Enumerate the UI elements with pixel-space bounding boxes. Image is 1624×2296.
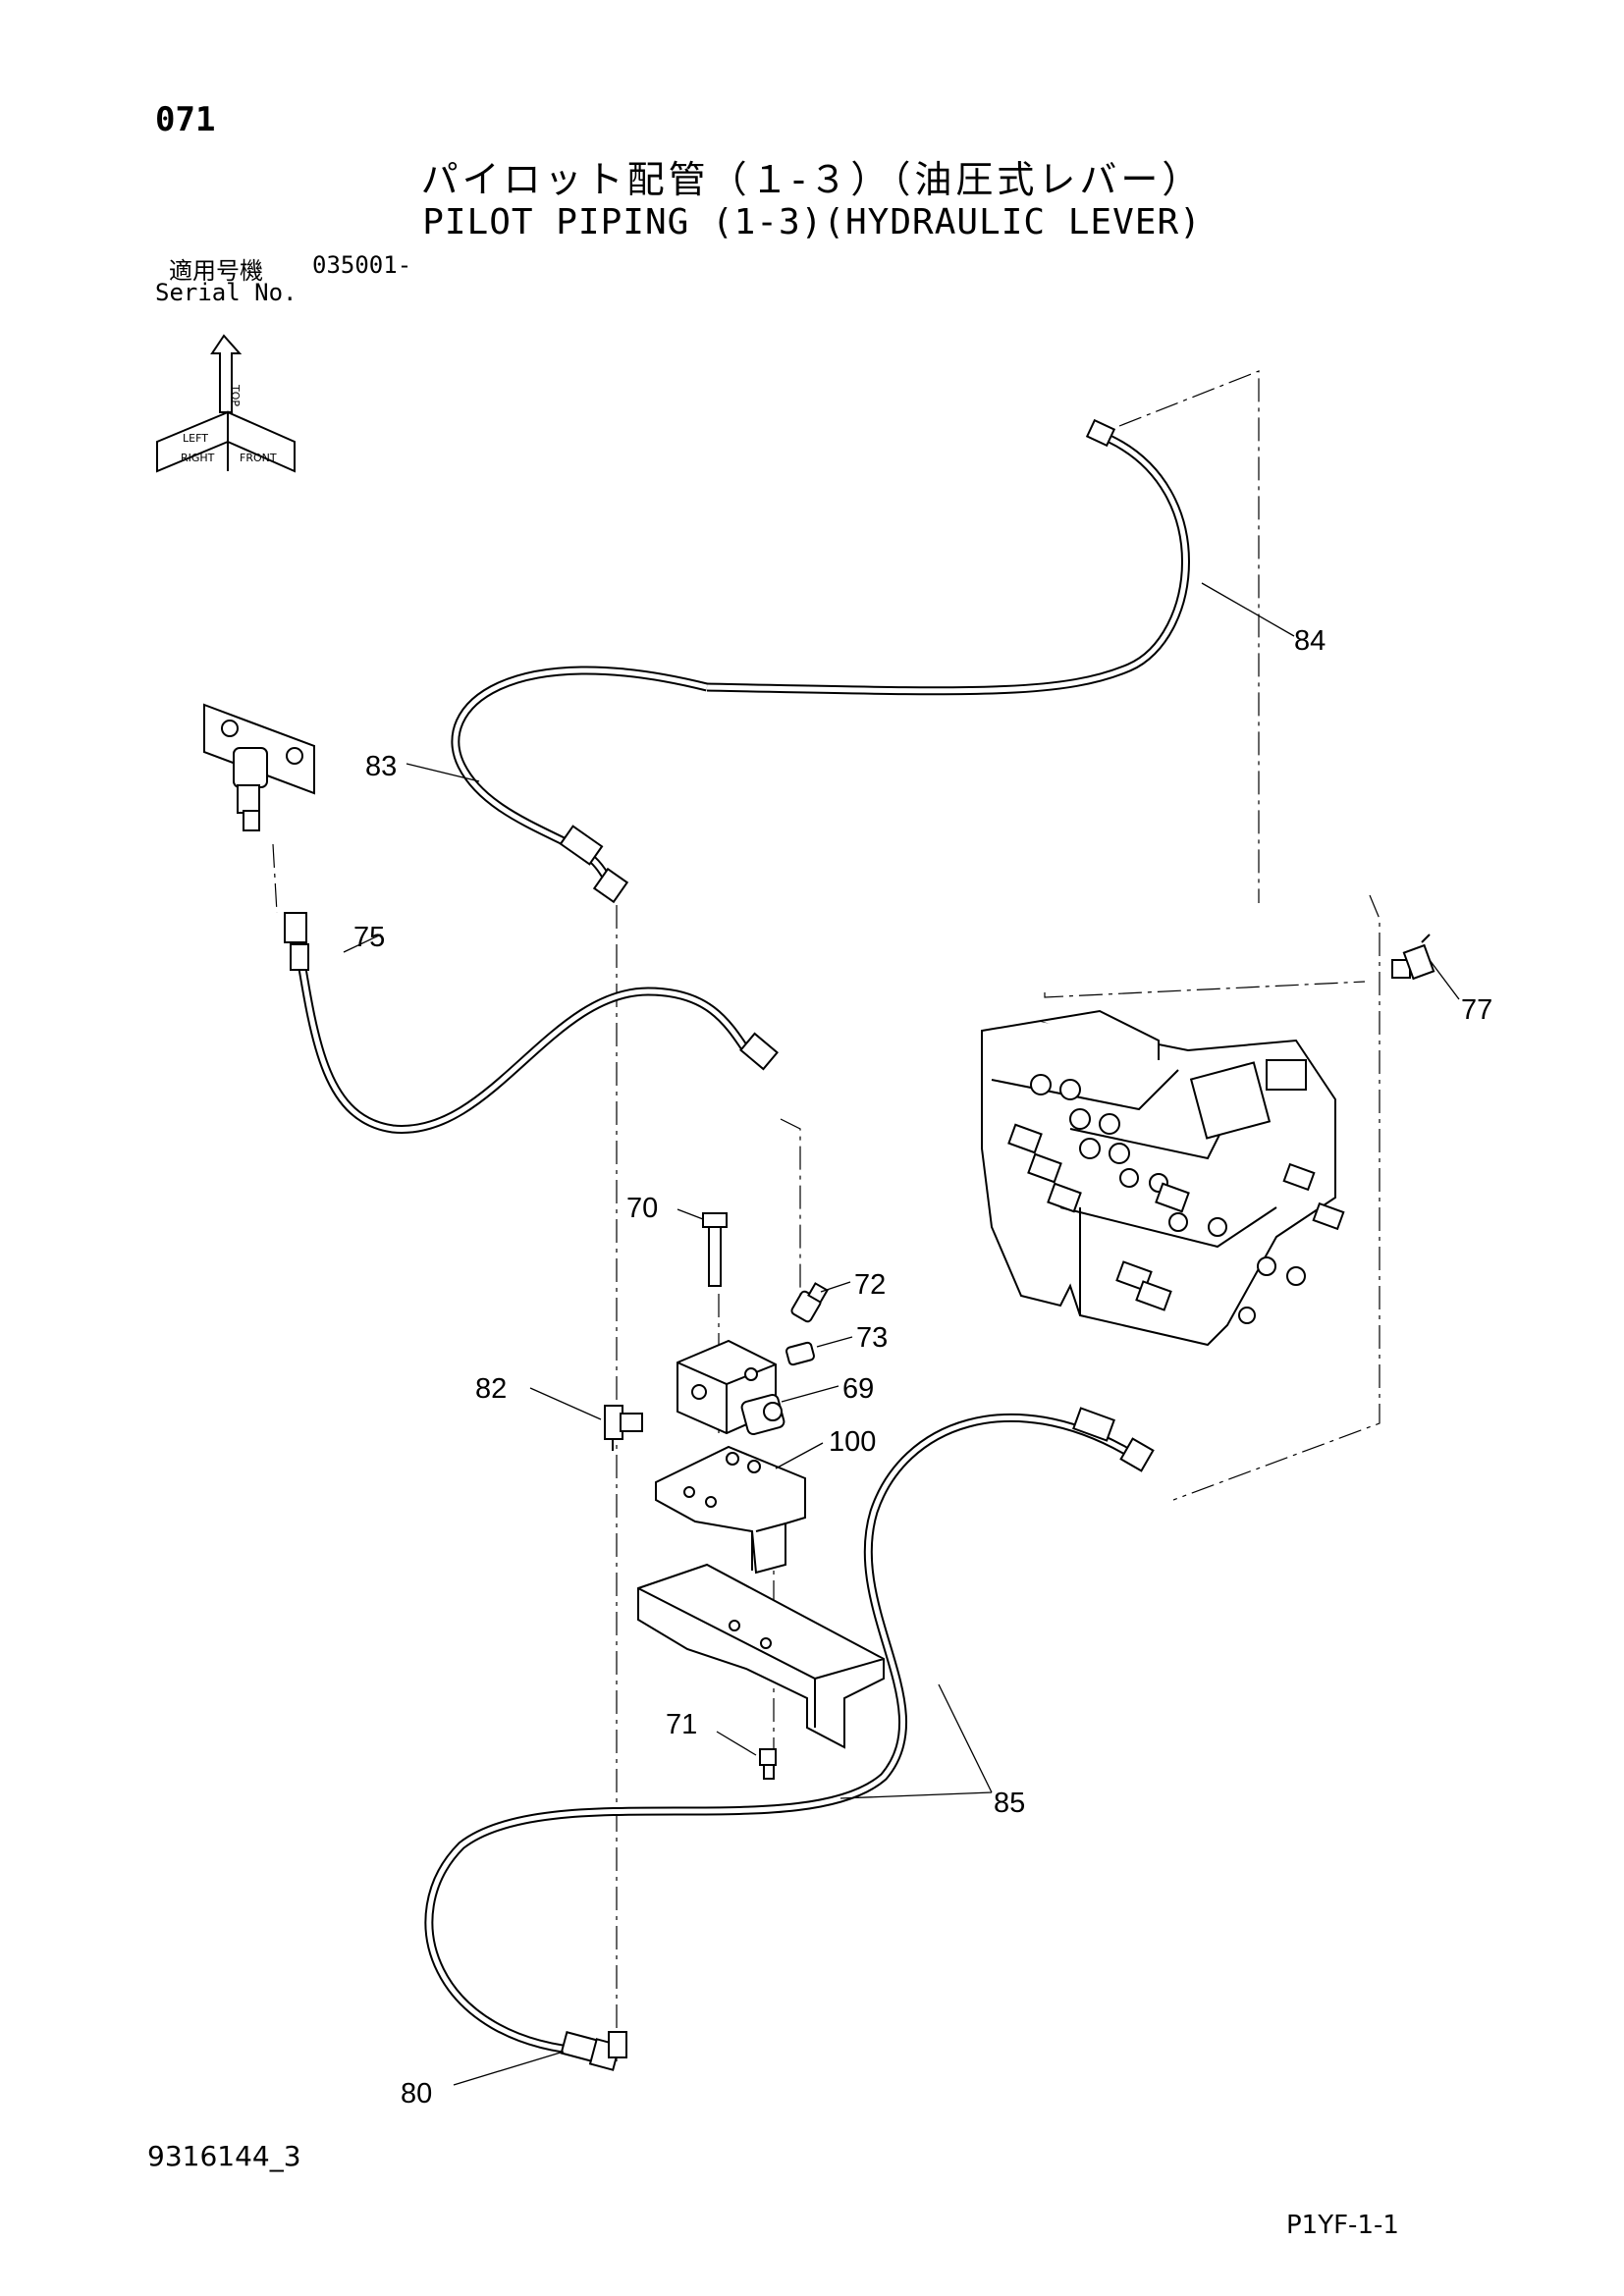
hose-85	[424, 1407, 1155, 2056]
hose-84	[706, 418, 1190, 696]
callout-80: 80	[401, 2078, 432, 2109]
fitting-77	[1391, 934, 1435, 981]
hose-83	[451, 666, 709, 904]
callout-labels: 84 83 75 77 70 72 73 82 69 100 71 85 80	[353, 625, 1492, 2109]
bolt-70	[702, 1212, 728, 1287]
adapter-73	[785, 1341, 815, 1366]
serial-label-japanese: 適用号機	[169, 257, 263, 285]
callout-71: 71	[666, 1709, 697, 1740]
hose-75	[284, 912, 779, 1134]
callout-83: 83	[365, 751, 397, 782]
title-japanese: パイロット配管（１-３）（油圧式レバー）	[420, 158, 1204, 201]
frame-rail	[637, 1563, 885, 1749]
bracket-upper-left	[203, 703, 315, 831]
elbow-82	[604, 1405, 643, 1451]
bolt-71	[759, 1748, 777, 1780]
callout-72: 72	[854, 1269, 886, 1301]
control-valve-assembly	[981, 1009, 1345, 1347]
valve-block-69	[677, 1339, 785, 1435]
fitting-80	[560, 2031, 627, 2071]
drawing-number: 9316144_3	[147, 2140, 301, 2172]
orientation-label-left: LEFT	[183, 432, 208, 445]
orientation-label-top: TOP	[229, 384, 242, 406]
callout-69: 69	[842, 1373, 874, 1405]
callout-75: 75	[353, 922, 385, 953]
callout-77: 77	[1461, 994, 1492, 1026]
callout-73: 73	[856, 1322, 888, 1354]
plate-100	[655, 1445, 806, 1575]
callout-84: 84	[1294, 625, 1326, 657]
callout-100: 100	[829, 1426, 876, 1458]
callout-70: 70	[626, 1193, 658, 1224]
page-number: 071	[155, 100, 216, 139]
title-english: PILOT PIPING (1-3)(HYDRAULIC LEVER)	[422, 202, 1202, 242]
orientation-icon: TOP RIGHT FRONT LEFT	[156, 334, 296, 473]
serial-range: 035001-	[312, 251, 412, 279]
adapter-72	[790, 1282, 829, 1323]
sheet-reference: P1YF-1-1	[1286, 2211, 1399, 2240]
orientation-label-right: RIGHT	[181, 452, 215, 464]
callout-82: 82	[475, 1373, 507, 1405]
callout-85: 85	[994, 1788, 1025, 1819]
serial-label-english: Serial No.	[155, 279, 298, 306]
leader-lines	[343, 582, 1460, 2086]
orientation-label-front: FRONT	[240, 452, 277, 464]
